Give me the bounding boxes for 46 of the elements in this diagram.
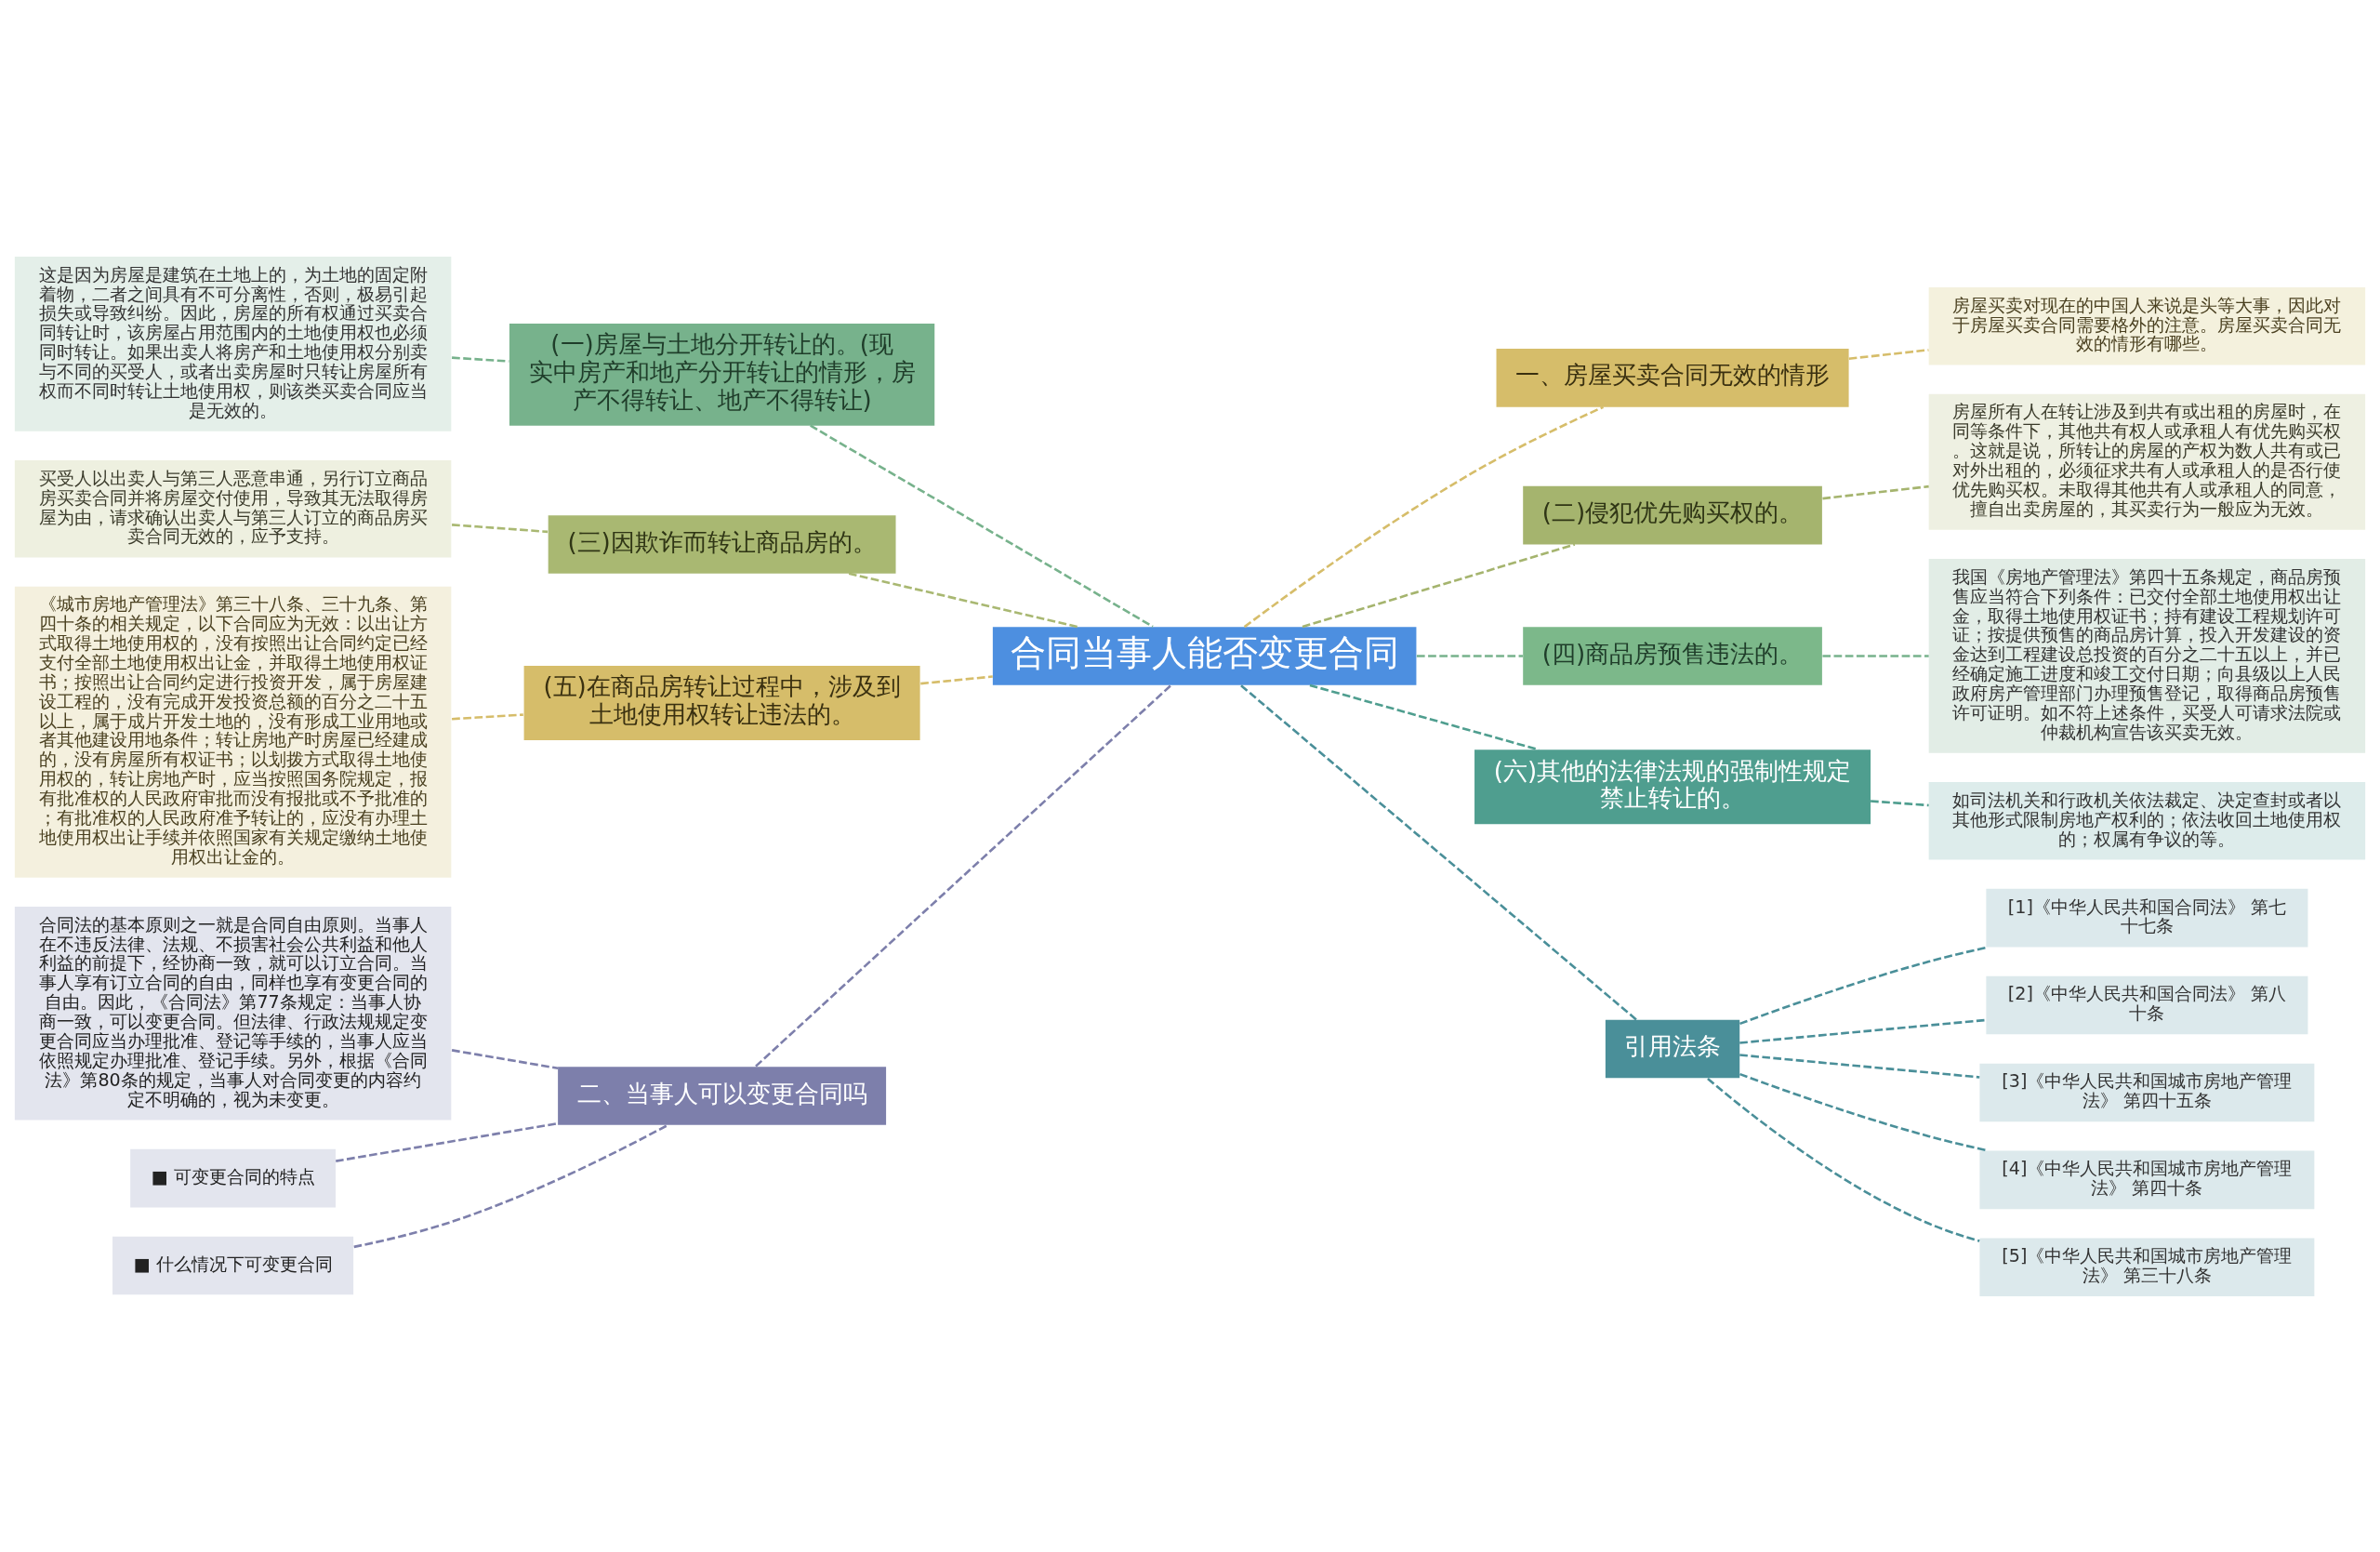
connector bbox=[451, 1048, 559, 1069]
node-box: ■ 可变更合同的特点 bbox=[130, 1148, 336, 1207]
node-box: 如司法机关和行政机关依法裁定、决定查封或者以其他形式限制房地产权利的；依法收回土地使用权的；权属有争议的等。 bbox=[1928, 781, 2366, 860]
connector bbox=[1739, 1072, 1989, 1152]
node-box: (五)在商品房转让过程中，涉及到土地使用权转让违法的。 bbox=[523, 665, 920, 740]
connector bbox=[1739, 1018, 1987, 1044]
connector bbox=[755, 683, 1172, 1068]
node-box: [5]《中华人民共和国城市房地产管理法》 第三十八条 bbox=[1979, 1237, 2315, 1296]
node-box: 二、当事人可以变更合同吗 bbox=[558, 1066, 887, 1125]
node-box: 合同当事人能否变更合同 bbox=[992, 626, 1417, 685]
connector bbox=[810, 424, 1154, 628]
node-box: (六)其他的法律法规的强制性规定禁止转让的。 bbox=[1474, 749, 1871, 824]
connector bbox=[1707, 1077, 1980, 1242]
node-box: [4]《中华人民共和国城市房地产管理法》 第四十条 bbox=[1979, 1150, 2315, 1209]
node-box: (一)房屋与土地分开转让的。(现实中房产和地产分开转让的情形，房产不得转让、地产不得转让) bbox=[509, 323, 935, 426]
node-box: 房屋所有人在转让涉及到共有或出租的房屋时，在同等条件下，其他共有权人或承租人有优先购买权。这就是说，所转让的房屋的产权为数人共有或已对外出租的，必须征求共有人或承租人的是否行使优先购买权。未取得其他共有人或承租人的同意，擅自出卖房屋的，其买卖行为一般应为无效。 bbox=[1928, 393, 2366, 530]
node-box: 一、房屋买卖合同无效的情形 bbox=[1496, 348, 1849, 407]
node-box: 合同法的基本原则之一就是合同自由原则。当事人在不违反法律、法规、不损害社会公共利益和他人利益的前提下，经协商一致，就可以订立合同。当事人享有订立合同的自由，同样也享有变更合同的自由。因此，《合同法》第77条规定：当事人协商一致，可以变更合同。但法律、行政法规规定变更合同应当办理批准、登记等手续的，当事人应当依照规定办理批准、登记手续。另外，根据《合同法》第80条的规定，当事人对合同变更的内容约定不明确的，视为未变更。 bbox=[14, 906, 452, 1120]
connector bbox=[1848, 348, 1929, 360]
node-box: 《城市房地产管理法》第三十八条、三十九条、第四十条的相关规定，以下合同应为无效：以出让方式取得土地使用权的，没有按照出让合同约定已经支付全部土地使用权出让金，并取得土地使用权证书；按照出让合同约定进行投资开发，属于房屋建设工程的，没有完成开发投资总额的百分之二十五以上，属于成片开发土地的，没有形成工业用地或者其他建设用地条件；转让房地产时房屋已经建成的，没有房屋所有权证书；以划拨方式取得土地使用权的，转让房地产时，应当按照国务院规定，报有批准权的人民政府审批而没有报批或不予批准的；有批准权的人民政府准予转让的，应没有办理土地使用权出让手续并依照国家有关规定缴纳土地使用权出让金的。 bbox=[14, 586, 452, 878]
node-box: [2]《中华人民共和国合同法》 第八十条 bbox=[1986, 975, 2308, 1034]
connector bbox=[452, 523, 549, 533]
node-box: ■ 什么情况下可变更合同 bbox=[112, 1236, 354, 1294]
node-box: (二)侵犯优先购买权的。 bbox=[1523, 485, 1822, 544]
connector bbox=[1240, 683, 1637, 1020]
connector bbox=[1416, 654, 1523, 657]
connector bbox=[920, 674, 993, 684]
connector bbox=[1822, 484, 1929, 499]
node-box: (三)因欺诈而转让商品房的。 bbox=[548, 514, 896, 574]
connector bbox=[1871, 799, 1929, 806]
node-box: 买受人以出卖人与第三人恶意串通，另行订立商品房买卖合同并将房屋交付使用，导致其无法取得房屋为由，请求确认出卖人与第三人订立的商品房买卖合同无效的，应予支持。 bbox=[14, 459, 452, 557]
node-box: 我国《房地产管理法》第四十五条规定，商品房预售应当符合下列条件：已交付全部土地使用权出让金，取得土地使用权证书；持有建设工程规划许可证；按提供预售的商品房计算，投入开发建设的资金达到工程建设总投资的百分之二十五以上，并已经确定施工进度和竣工交付日期；向县级以上人民政府房产管理部门办理预售登记，取得商品房预售许可证明。如不符上述条件，买受人可请求法院或仲裁机构宣告该买卖无效。 bbox=[1928, 558, 2366, 753]
connector bbox=[452, 712, 523, 720]
connector bbox=[336, 1121, 558, 1162]
connector bbox=[353, 1123, 668, 1248]
node-box: [3]《中华人民共和国城市房地产管理法》 第四十五条 bbox=[1979, 1063, 2315, 1121]
connector bbox=[1822, 654, 1929, 657]
node-box: [1]《中华人民共和国合同法》 第七十七条 bbox=[1986, 888, 2308, 947]
connector bbox=[848, 572, 1078, 628]
connector bbox=[1302, 542, 1576, 628]
node-box: 这是因为房屋是建筑在土地上的，为土地的固定附着物，二者之间具有不可分离性，否则，极易引起损失或导致纠纷。因此，房屋的所有权通过买卖合同转让时，该房屋占用范围内的土地使用权也必须同时转让。如果出卖人将房产和土地使用权分别卖与不同的买受人，或者出卖房屋时只转让房屋所有权而不同时转让土地使用权，则该类买卖合同应当是无效的。 bbox=[14, 256, 452, 431]
node-box: 房屋买卖对现在的中国人来说是头等大事，因此对于房屋买卖合同需要格外的注意。房屋买卖合同无效的情形有哪些。 bbox=[1928, 286, 2366, 365]
node-box: (四)商品房预售违法的。 bbox=[1523, 626, 1822, 685]
connector bbox=[1739, 1053, 1980, 1079]
connector bbox=[1243, 405, 1605, 628]
node-box: 引用法条 bbox=[1605, 1019, 1740, 1078]
